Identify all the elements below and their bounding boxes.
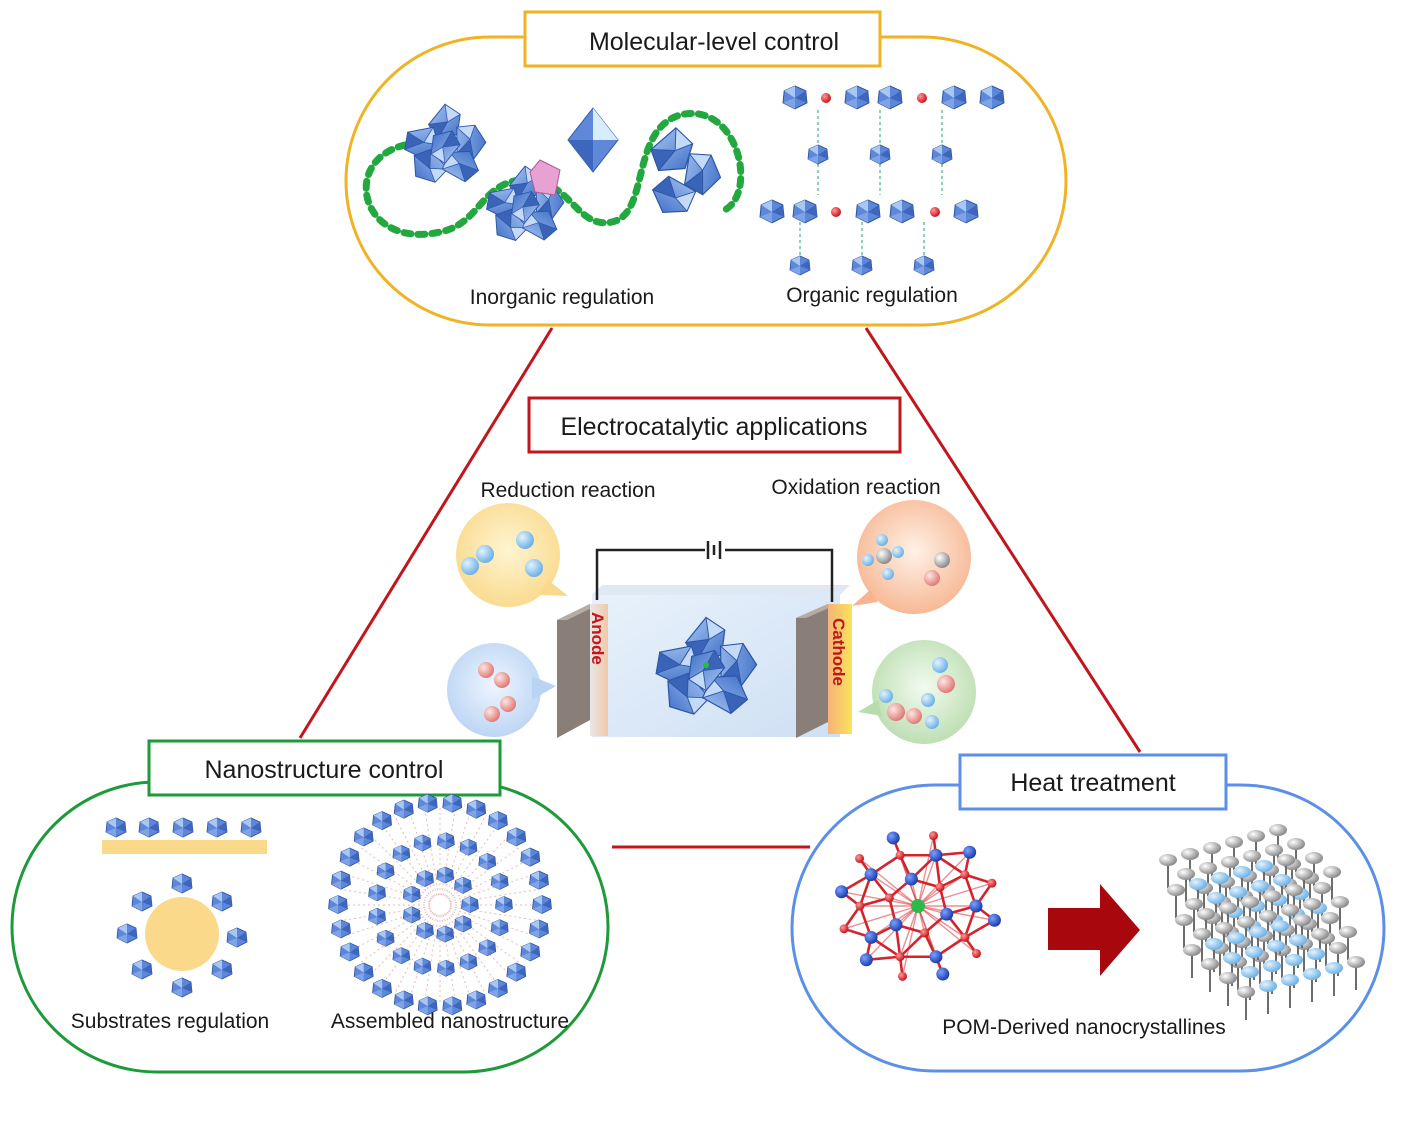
h2-molecule-icon [461, 531, 543, 577]
electro-panel: Electrocatalytic applications Reduction … [447, 396, 976, 744]
inorganic-regulation-label: Inorganic regulation [470, 286, 654, 309]
nano-title: Nanostructure control [204, 756, 443, 784]
electro-title: Electrocatalytic applications [560, 413, 867, 441]
o2-molecule-icon [478, 662, 516, 722]
inorganic-structure-art [362, 104, 745, 243]
electrochemical-cell: Anode Cathode [557, 541, 852, 738]
cathode-electrode: Cathode [796, 604, 852, 738]
molecular-panel: Molecular-level control Inorganic regula… [344, 10, 1068, 327]
anode-electrode: Anode [557, 604, 608, 738]
bubble-oxidation-top [852, 500, 971, 614]
nano-title-box [147, 739, 502, 797]
connector-right [864, 327, 1142, 753]
pom-ball-and-stick-art [835, 831, 1001, 981]
pom-derived-label: POM-Derived nanocrystallines [942, 1016, 1226, 1039]
bubble-reduction-top [456, 503, 568, 607]
substrate-bar [102, 840, 267, 854]
wire-left [595, 548, 705, 600]
cathode-label: Cathode [829, 618, 848, 686]
substrates-regulation-label: Substrates regulation [71, 1010, 269, 1033]
organic-row-top [782, 85, 1005, 110]
green-dotted-chain [362, 109, 745, 238]
bubble-reduction-bottom [447, 643, 556, 737]
heat-arrow-icon [1048, 884, 1140, 976]
organic-row-middle [759, 199, 979, 224]
reduction-reaction-label: Reduction reaction [480, 479, 655, 502]
methane-molecule-icon [862, 534, 950, 586]
oxidation-reaction-label: Oxidation reaction [771, 476, 940, 499]
substrate-layer-art [102, 817, 267, 854]
battery-icon [706, 541, 722, 559]
nano-panel: Nanostructure control Substrates regulat… [10, 739, 610, 1074]
connector-lines [298, 327, 1142, 849]
heat-panel: Heat treatment POM-Derived nanocrystalli… [790, 753, 1386, 1073]
molecular-title: Molecular-level control [589, 28, 839, 56]
pink-polyhedron [529, 159, 561, 196]
heat-title: Heat treatment [1010, 769, 1175, 797]
substrate-sphere [145, 897, 219, 971]
connector-left [298, 327, 554, 739]
organic-regulation-label: Organic regulation [786, 284, 958, 307]
nanocrystal-lattice-art [1159, 824, 1365, 1020]
anode-label: Anode [588, 612, 607, 665]
molecular-title-box [523, 10, 882, 68]
octahedron-icon [567, 107, 619, 173]
organic-framework-art [759, 85, 1005, 276]
substrate-sphere-art [116, 873, 248, 998]
bubble-oxidation-bottom [858, 640, 976, 744]
electro-title-box [527, 396, 902, 454]
assembled-nanostructure-label: Assembled nanostructure [331, 1010, 569, 1033]
wire-right [725, 548, 834, 602]
water-molecule-icon [879, 657, 955, 729]
heat-title-box [958, 753, 1228, 811]
